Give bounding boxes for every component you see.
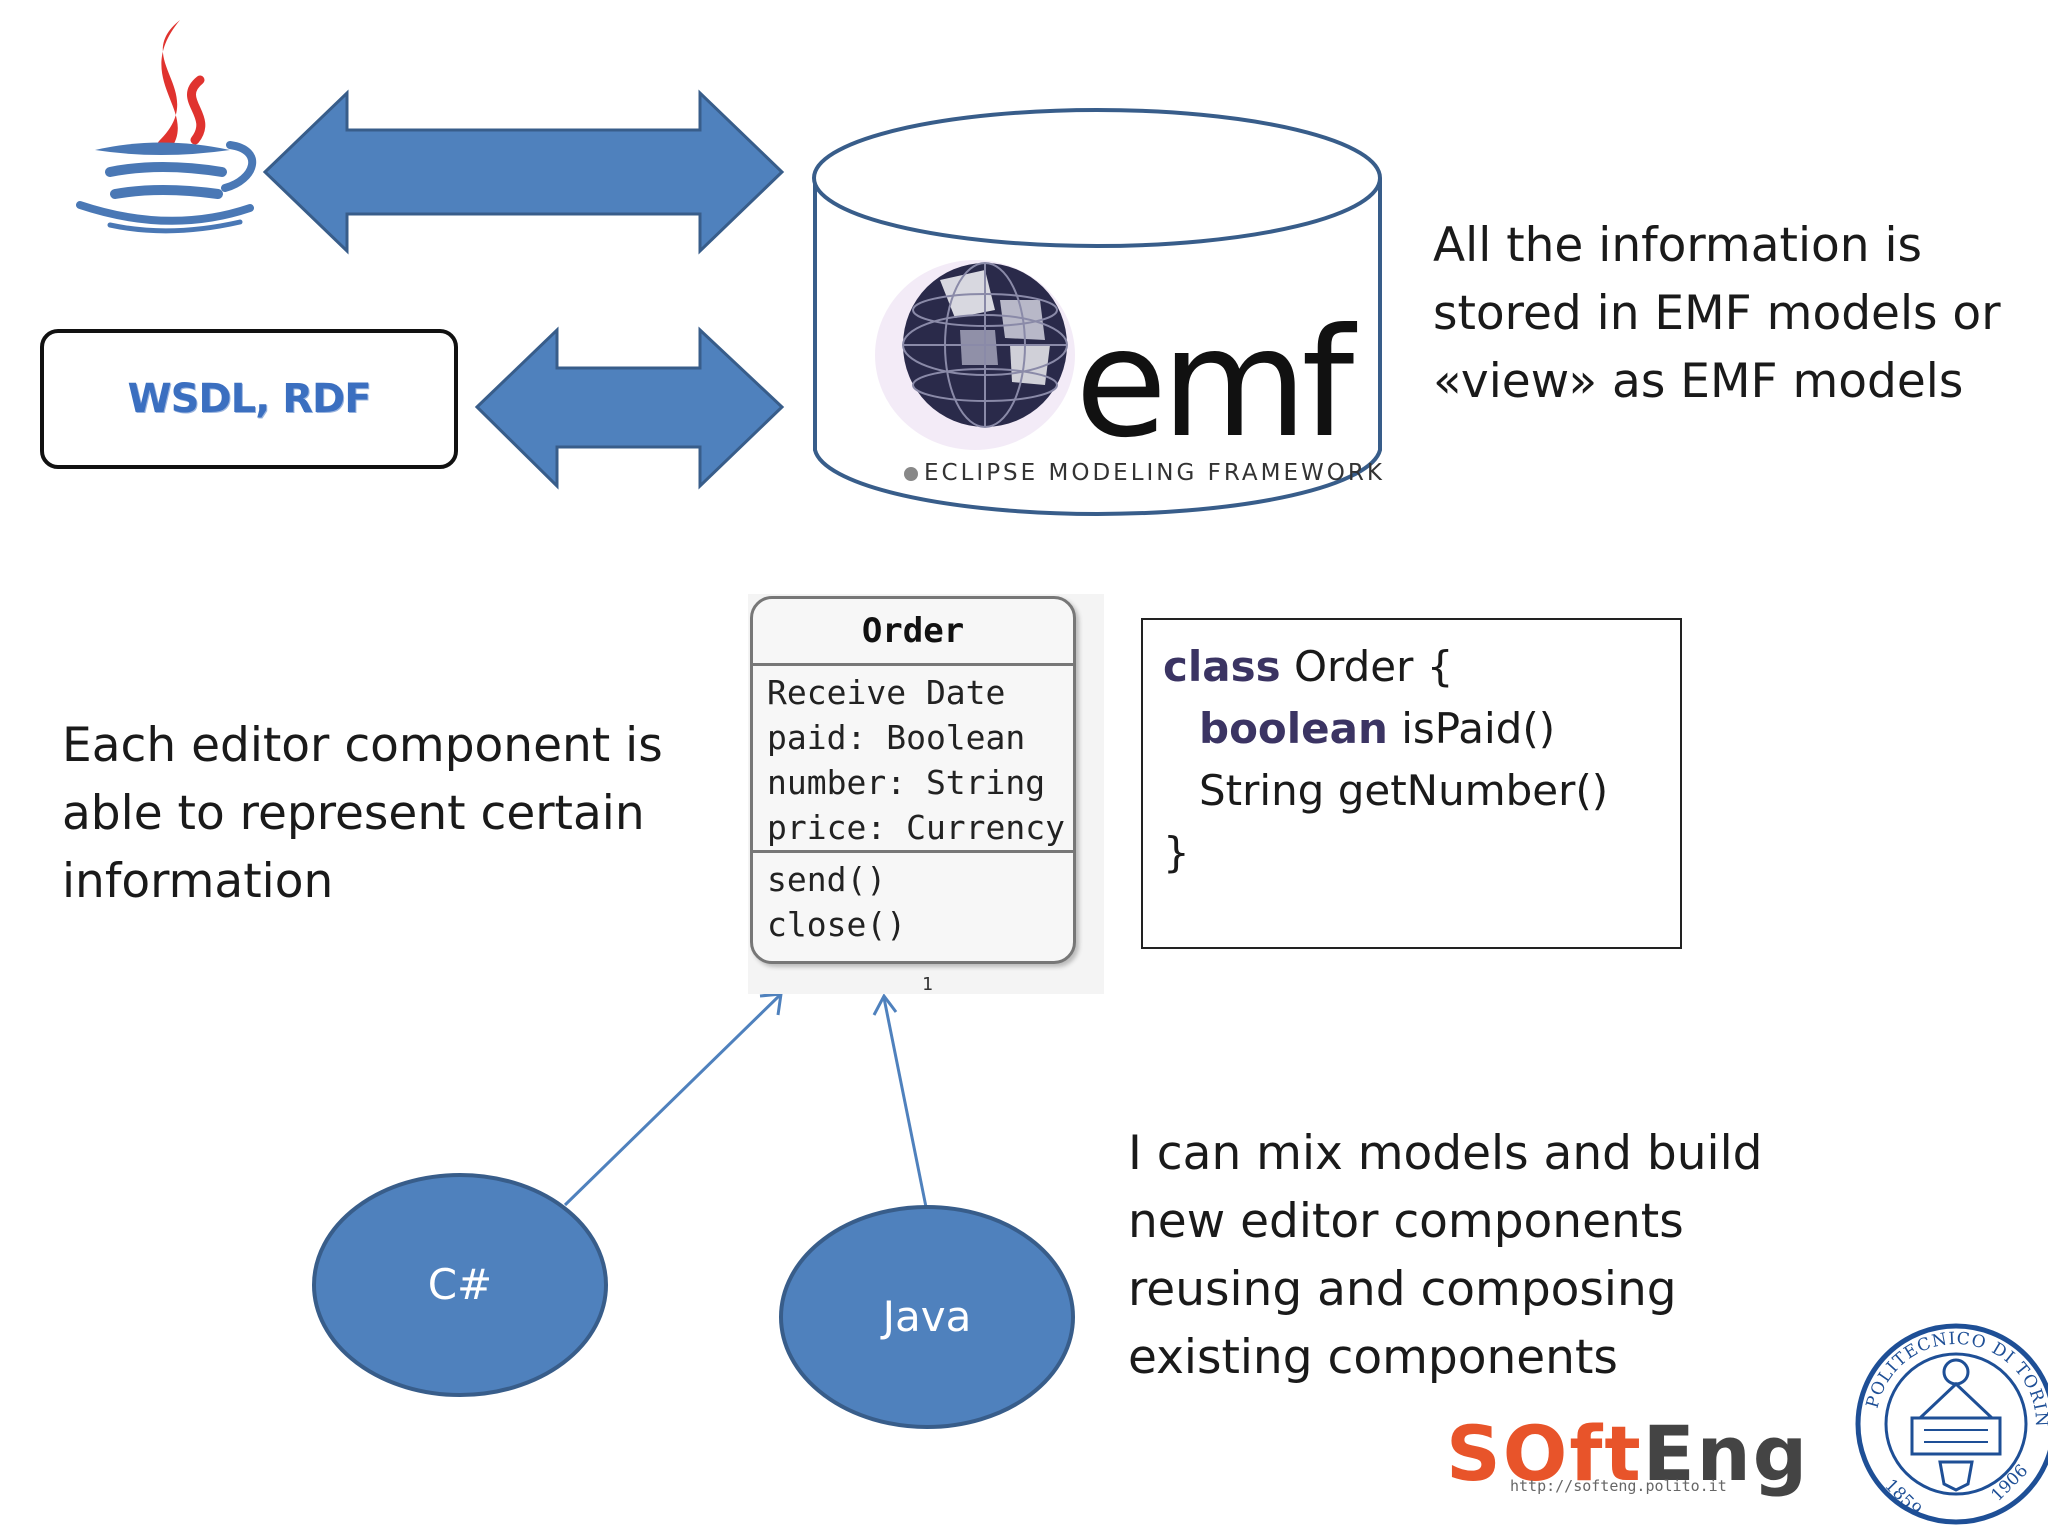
mix-text-line: I can mix models and build [1128,1126,1763,1181]
uml-class-name: Order [753,599,1073,666]
code-text: isPaid() [1387,704,1556,753]
double-arrow-wsdl-emf [474,326,785,490]
ellipse-csharp [312,1173,608,1397]
arrow-java-to-class [872,993,928,1208]
uml-multiplicity: 1 [922,974,933,995]
mix-text-line: existing components [1128,1330,1618,1385]
info-text-line: stored in EMF models or [1433,286,2001,341]
emf-logo-text: emf [1075,297,1357,471]
mix-models-text-block: I can mix models and build new editor co… [1128,1120,1762,1392]
code-line: } [1163,828,1190,877]
editor-text-line: information [62,854,334,909]
info-text-block: All the information is stored in EMF mod… [1433,212,2001,416]
java-coffee-cup-icon [76,20,256,234]
code-box: class Order { boolean isPaid() String ge… [1141,618,1682,949]
ellipse-java-label: Java [882,1292,972,1341]
wsdl-rdf-box: WSDL, RDF [40,329,458,469]
uml-operation: close() [767,905,907,944]
double-arrow-java-emf [262,89,785,255]
softeng-logo: SOftEng [1446,1416,1809,1492]
mix-text-line: new editor components [1128,1194,1684,1249]
emf-globe-icon [875,260,1075,450]
wsdl-rdf-label: WSDL, RDF [127,376,371,422]
code-keyword: boolean [1199,704,1388,753]
ellipse-java [779,1205,1075,1429]
uml-attribute: Receive Date [767,673,1006,712]
uml-attribute: price: Currency [767,808,1066,847]
emf-bullet-icon [904,466,918,481]
uml-operation: send() [767,860,887,899]
editor-text-line: Each editor component is [62,718,663,773]
info-text-line: «view» as EMF models [1433,354,1964,409]
mix-text-line: reusing and composing [1128,1262,1677,1317]
code-line: boolean isPaid() [1163,698,1660,760]
code-line: class Order { [1163,636,1660,698]
ellipse-csharp-label: C# [427,1260,493,1309]
emf-caption: ECLIPSE MODELING FRAMEWORK [904,460,1385,486]
softeng-url: http://softeng.polito.it [1510,1477,1727,1495]
uml-operations: send() close() [753,853,1073,947]
uml-attribute: number: String [767,763,1046,802]
editor-component-text-block: Each editor component is able to represe… [62,712,663,916]
uml-attribute: paid: Boolean [767,718,1026,757]
arrow-csharp-to-class [563,992,783,1207]
emf-caption-text: ECLIPSE MODELING FRAMEWORK [924,460,1385,486]
code-text: Order { [1280,642,1454,691]
code-line: String getNumber() [1199,766,1609,815]
uml-class-order: Order Receive Date paid: Boolean number:… [750,596,1076,964]
softeng-logo-part2: Eng [1642,1409,1810,1498]
editor-text-line: able to represent certain [62,786,645,841]
info-text-line: All the information is [1433,218,1923,273]
code-keyword: class [1163,642,1281,691]
uml-attributes: Receive Date paid: Boolean number: Strin… [753,666,1073,853]
softeng-logo-part1: SOft [1446,1409,1643,1498]
